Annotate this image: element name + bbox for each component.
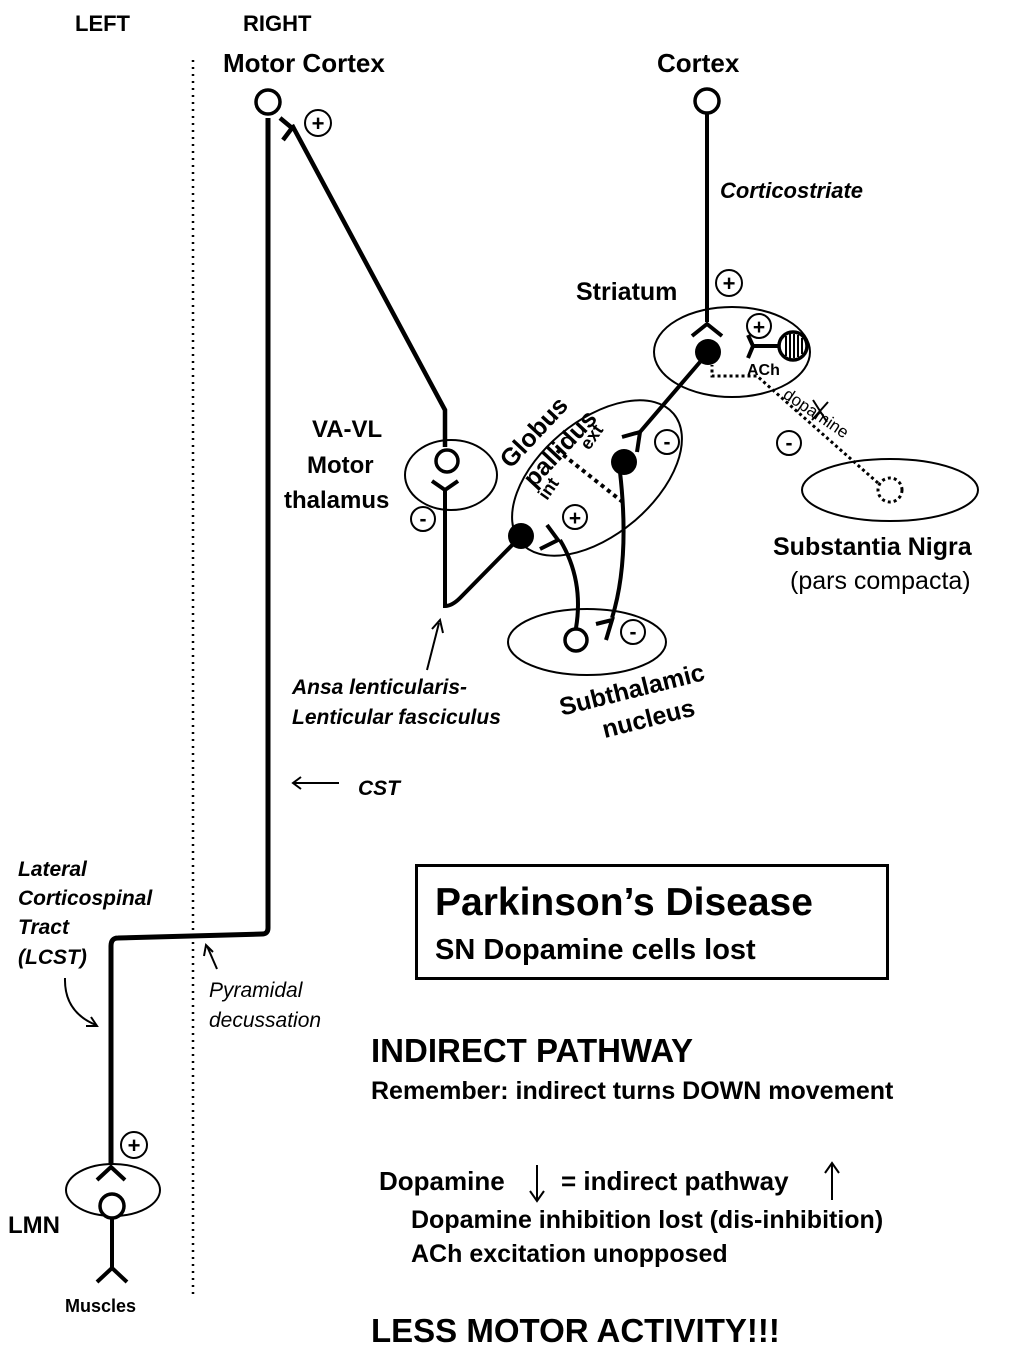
muscle-junction bbox=[95, 1218, 129, 1284]
thalamus-label-line1: VA-VL bbox=[312, 416, 382, 443]
stn-gpi-synapse bbox=[539, 523, 562, 551]
substantia-nigra-label: Substantia Nigra bbox=[773, 533, 973, 561]
striatum-neuron bbox=[695, 339, 721, 365]
thalamus-synapse bbox=[430, 479, 460, 500]
corticospinal-tract-path bbox=[108, 118, 271, 1165]
lmn-neuron bbox=[98, 1192, 126, 1220]
sign-stn-minus: - bbox=[620, 619, 646, 645]
striatum-ellipse bbox=[653, 306, 811, 398]
muscles-label: Muscles bbox=[65, 1296, 136, 1316]
cortex-neuron bbox=[693, 87, 721, 115]
stn-to-gpi-path bbox=[558, 538, 580, 629]
sign-motor-cortex-plus: + bbox=[304, 109, 332, 137]
lcst-label-line4: (LCST) bbox=[18, 946, 87, 969]
dopamine-lost-path bbox=[710, 365, 879, 485]
sign-ach-plus: + bbox=[746, 313, 772, 339]
lcst-label-line2: Corticospinal bbox=[18, 887, 153, 910]
sign-thalamus-minus: - bbox=[410, 506, 436, 532]
remember-note: Remember: indirect turns DOWN movement bbox=[371, 1077, 894, 1105]
thalamus-ellipse bbox=[404, 439, 498, 511]
motor-cortex-label: Motor Cortex bbox=[223, 48, 385, 78]
gpe-to-stn-path bbox=[610, 471, 626, 619]
globus-pallidus-ellipse bbox=[511, 399, 683, 557]
gpe-gpi-divider bbox=[555, 448, 626, 505]
thalamus-neuron bbox=[434, 448, 460, 474]
lmn-label: LMN bbox=[8, 1212, 60, 1239]
gpi-output-path bbox=[443, 500, 523, 609]
thalamocortical-synapse bbox=[278, 116, 296, 142]
corticostriate-label: Corticostriate bbox=[720, 178, 863, 203]
disease-title-box: Parkinson’s Disease SN Dopamine cells lo… bbox=[415, 864, 889, 980]
svg-text:+: + bbox=[569, 507, 581, 530]
right-side-label: RIGHT bbox=[243, 11, 312, 36]
lcst-label-line3: Tract bbox=[18, 916, 70, 939]
svg-text:-: - bbox=[630, 621, 637, 644]
svg-text:+: + bbox=[128, 1133, 141, 1158]
thalamus-label-line3: thalamus bbox=[284, 487, 389, 514]
svg-text:-: - bbox=[786, 432, 793, 455]
disease-title: Parkinson’s Disease bbox=[435, 881, 813, 924]
ach-label: ACh bbox=[747, 362, 780, 379]
dopamine-inhibition-note: Dopamine inhibition lost (dis-inhibition… bbox=[411, 1206, 884, 1234]
motor-cortex-neuron bbox=[254, 88, 282, 116]
svg-text:-: - bbox=[420, 508, 427, 531]
cst-pointer-arrow bbox=[291, 776, 339, 790]
ach-synapse bbox=[746, 334, 779, 359]
indirect-up-arrow bbox=[824, 1161, 840, 1200]
stn-neuron bbox=[563, 627, 589, 653]
gpi-neuron bbox=[508, 523, 534, 549]
gpe-stn-synapse bbox=[595, 617, 615, 641]
pyramidal-label-line1: Pyramidal bbox=[209, 979, 304, 1002]
ach-excitation-note: ACh excitation unopposed bbox=[411, 1240, 728, 1268]
ansa-label-line1: Ansa lenticularis- bbox=[291, 676, 467, 699]
lmn-synapse bbox=[95, 1164, 127, 1182]
indirect-up-text: = indirect pathway bbox=[561, 1166, 789, 1196]
svg-text:+: + bbox=[753, 316, 765, 339]
substantia-nigra-ellipse bbox=[801, 458, 979, 522]
indirect-pathway-heading: INDIRECT PATHWAY bbox=[371, 1032, 694, 1069]
svg-text:-: - bbox=[664, 431, 671, 454]
conclusion-note: LESS MOTOR ACTIVITY!!! bbox=[371, 1312, 780, 1349]
sn-dopamine-neuron-lost bbox=[876, 476, 904, 504]
striatum-to-gpe-path bbox=[638, 360, 702, 434]
thalamus-label-line2: Motor bbox=[307, 452, 374, 479]
sign-lmn-plus: + bbox=[120, 1131, 148, 1159]
striatum-gpe-synapse bbox=[621, 429, 643, 453]
left-side-label: LEFT bbox=[75, 11, 131, 36]
svg-text:+: + bbox=[723, 271, 736, 296]
corticostriate-synapse bbox=[690, 321, 724, 338]
sign-dopamine-minus: - bbox=[776, 430, 802, 456]
cst-label: CST bbox=[358, 777, 402, 800]
subthalamic-ellipse bbox=[507, 608, 667, 676]
striatum-label: Striatum bbox=[576, 278, 677, 306]
dopamine-down-arrow bbox=[529, 1165, 545, 1203]
dopamine-word: Dopamine bbox=[379, 1166, 505, 1196]
ansa-label-line2: Lenticular fasciculus bbox=[292, 706, 501, 729]
ach-interneuron-hatch bbox=[785, 334, 803, 358]
cortex-label: Cortex bbox=[657, 48, 740, 78]
dopamine-x-mark bbox=[811, 399, 829, 423]
lcst-label-line1: Lateral bbox=[18, 858, 88, 881]
pyramidal-pointer-arrow bbox=[203, 942, 218, 970]
sign-gpi-plus: + bbox=[562, 504, 588, 530]
pyramidal-label-line2: decussation bbox=[209, 1009, 321, 1032]
lcst-pointer-arrow bbox=[63, 977, 99, 1027]
disease-subtitle: SN Dopamine cells lost bbox=[435, 934, 756, 966]
sign-gpe-minus: - bbox=[654, 429, 680, 455]
thalamocortical-path bbox=[290, 123, 448, 447]
gpe-neuron bbox=[611, 449, 637, 475]
sign-striatum-plus: + bbox=[715, 269, 743, 297]
pars-compacta-label: (pars compacta) bbox=[790, 567, 971, 595]
ansa-pointer-arrow bbox=[426, 617, 444, 671]
svg-text:+: + bbox=[312, 111, 325, 136]
